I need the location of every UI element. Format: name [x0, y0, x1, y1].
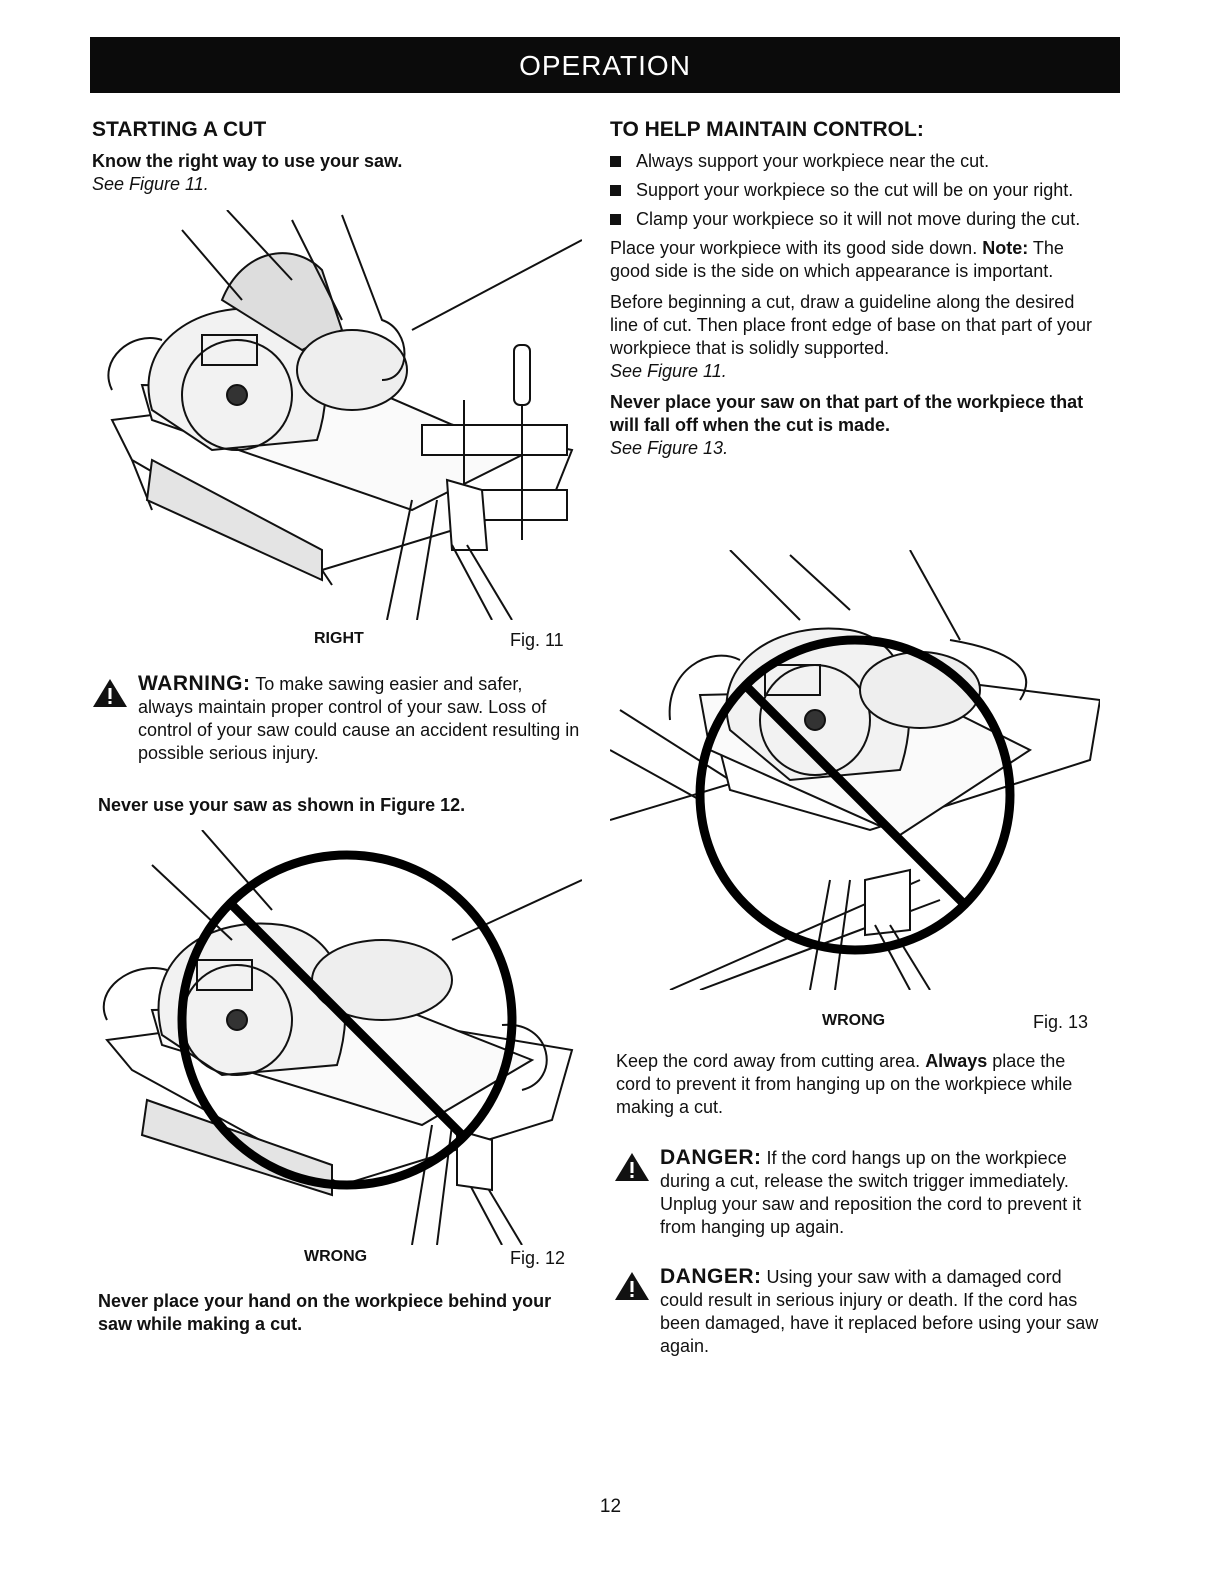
left-column: STARTING A CUT Know the right way to use…	[92, 118, 582, 196]
figure-11-number: Fig. 11	[510, 630, 564, 650]
page-number: 12	[599, 1496, 622, 1517]
intro-ref: See Figure 11.	[92, 174, 209, 194]
list-item: Support your workpiece so the cut will b…	[610, 179, 1100, 202]
section-title-maintain-control: TO HELP MAINTAIN CONTROL:	[610, 118, 924, 141]
bullet-square-icon	[610, 185, 621, 196]
danger-block-damaged-cord: DANGER: Using your saw with a damaged co…	[614, 1265, 1100, 1358]
prohibition-slash-icon	[226, 899, 468, 1141]
warning-triangle-icon	[615, 1272, 649, 1300]
danger-text: Using your saw with a damaged cord could…	[660, 1267, 1099, 1356]
figure-12-number: Fig. 12	[510, 1248, 566, 1268]
cord-paragraph: Keep the cord away from cutting area. Al…	[616, 1051, 1073, 1117]
figure-13-caption: WRONG Fig. 13	[610, 1012, 1100, 1036]
figure-11-label: RIGHT	[314, 630, 364, 647]
before-cut-paragraph: Before beginning a cut, draw a guideline…	[610, 292, 1092, 358]
note-label: Note:	[982, 238, 1029, 258]
figure-13-label: WRONG	[822, 1012, 886, 1029]
never-use-instruction: Never use your saw as shown in Figure 12…	[98, 795, 466, 815]
list-item: Clamp your workpiece so it will not move…	[610, 208, 1100, 231]
warning-text: To make sawing easier and safer, always …	[138, 674, 580, 763]
prohibition-circle-icon	[177, 850, 517, 1190]
danger-block-cord-hangs: DANGER: If the cord hangs up on the work…	[614, 1146, 1100, 1239]
warning-triangle-icon	[615, 1153, 649, 1181]
figure-12-label: WRONG	[304, 1248, 368, 1265]
before-cut-ref: See Figure 11.	[610, 361, 727, 381]
header-title: OPERATION	[519, 50, 691, 81]
figure-13-number: Fig. 13	[1033, 1012, 1089, 1032]
never-place-ref: See Figure 13.	[610, 438, 729, 458]
place-workpiece-paragraph: Place your workpiece with its good side …	[610, 238, 1064, 281]
section-title-starting-a-cut: STARTING A CUT	[92, 118, 267, 141]
danger-heading: DANGER:	[660, 1265, 762, 1288]
never-hand-instruction: Never place your hand on the workpiece b…	[98, 1291, 552, 1334]
bullet-square-icon	[610, 214, 621, 225]
danger-text: If the cord hangs up on the workpiece du…	[660, 1148, 1082, 1237]
figure-13-illustration	[610, 550, 1100, 990]
prohibition-circle-icon	[695, 635, 1015, 955]
control-bullet-list: Always support your workpiece near the c…	[610, 150, 1100, 231]
figure-12-illustration	[102, 830, 582, 1245]
warning-heading: WARNING:	[138, 672, 251, 695]
intro-bold: Know the right way to use your saw.	[92, 151, 403, 171]
figure-11	[92, 210, 582, 620]
figure-11-illustration	[107, 210, 582, 620]
figure-13	[610, 550, 1100, 990]
page-header: OPERATION	[90, 37, 1120, 93]
warning-triangle-icon	[93, 679, 127, 707]
prohibition-slash-icon	[741, 681, 969, 909]
warning-block: WARNING: To make sawing easier and safer…	[92, 672, 582, 765]
figure-12-caption: WRONG Fig. 12	[92, 1248, 582, 1272]
list-item: Always support your workpiece near the c…	[610, 150, 1100, 173]
figure-11-caption: RIGHT Fig. 11	[92, 630, 582, 654]
right-column: TO HELP MAINTAIN CONTROL: Always support…	[610, 118, 1100, 460]
figure-12	[92, 830, 582, 1245]
danger-heading: DANGER:	[660, 1146, 762, 1169]
never-place-instruction: Never place your saw on that part of the…	[610, 392, 1084, 435]
bullet-square-icon	[610, 156, 621, 167]
always-label: Always	[925, 1051, 988, 1071]
